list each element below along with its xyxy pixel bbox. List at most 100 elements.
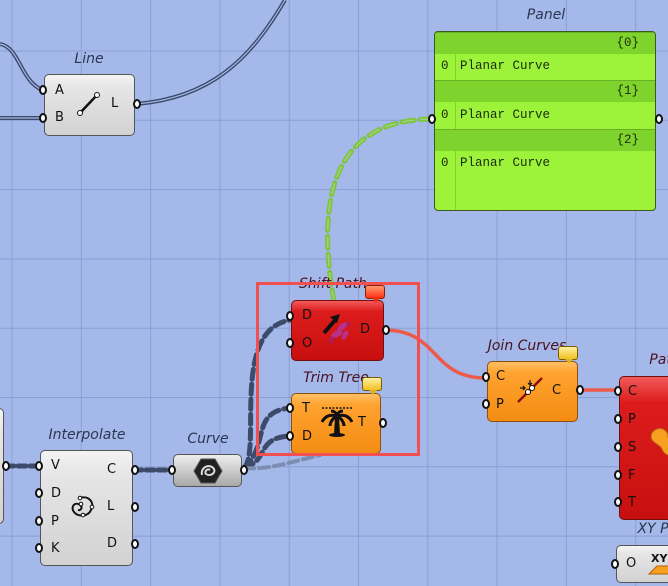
join-curves-input-c[interactable]: C xyxy=(496,369,506,384)
path-icon xyxy=(650,428,668,456)
trim-tree-warning-bubble[interactable] xyxy=(362,377,382,395)
panel-label: Panel xyxy=(526,7,566,23)
interpolate-grip-v[interactable] xyxy=(35,461,43,471)
interpolate-grip-l[interactable] xyxy=(131,502,139,512)
curve-grip-in[interactable] xyxy=(168,465,176,475)
interpolate-output-d[interactable]: D xyxy=(107,536,118,551)
row-value: Planar Curve xyxy=(460,59,551,73)
path-component[interactable]: C P S F T xyxy=(619,376,668,520)
xy-plane-icon: XY xyxy=(647,552,668,575)
row-value: Planar Curve xyxy=(460,156,551,170)
line-grip-b[interactable] xyxy=(39,113,47,123)
interpolate-output-l[interactable]: L xyxy=(107,499,115,514)
panel-component[interactable]: {0} 0 Planar Curve {1} 0 Planar Curve {2… xyxy=(434,31,656,211)
interpolate-component[interactable]: V D P K C L D xyxy=(40,450,133,566)
interpolate-grip-d[interactable] xyxy=(35,488,43,498)
line-input-b[interactable]: B xyxy=(55,110,64,125)
join-curves-grip-out[interactable] xyxy=(576,385,584,395)
shift-path-icon xyxy=(322,314,351,344)
panel-grip-out[interactable] xyxy=(655,114,663,124)
xy-plane-input-o[interactable]: O xyxy=(626,556,637,571)
branch-path: {2} xyxy=(616,133,639,147)
interpolate-input-k[interactable]: K xyxy=(51,541,60,556)
join-curves-grip-p[interactable] xyxy=(482,399,490,409)
panel-branch-header: {1} xyxy=(435,80,655,102)
join-curves-input-p[interactable]: P xyxy=(496,397,504,412)
trim-tree-grip-out[interactable] xyxy=(379,418,387,428)
panel-row: 0 Planar Curve xyxy=(435,104,655,126)
join-curves-component[interactable]: C P C xyxy=(487,361,578,422)
line-input-a[interactable]: A xyxy=(55,83,64,98)
interpolate-grip-d-out[interactable] xyxy=(131,539,139,549)
panel-branch-header: {2} xyxy=(435,129,655,151)
panel-branch-header: {0} xyxy=(435,32,655,54)
interpolate-icon xyxy=(71,495,95,518)
row-index: 0 xyxy=(441,156,449,170)
branch-path: {0} xyxy=(616,36,639,50)
path-input-p[interactable]: P xyxy=(628,412,636,427)
xy-plane-component[interactable]: O XY xyxy=(616,545,668,583)
join-curves-icon xyxy=(517,377,543,403)
trim-tree-grip-t[interactable] xyxy=(286,403,294,413)
interpolate-grip-c[interactable] xyxy=(131,465,139,475)
curve-label: Curve xyxy=(187,431,229,447)
shift-path-output-d[interactable]: D xyxy=(360,322,371,337)
interpolate-label: Interpolate xyxy=(48,427,126,443)
line-output-l[interactable]: L xyxy=(111,96,119,111)
path-grip-s[interactable] xyxy=(614,442,622,452)
path-grip-t[interactable] xyxy=(614,497,622,507)
selection-rectangle xyxy=(256,282,420,456)
row-value: Planar Curve xyxy=(460,108,551,122)
offscreen-grip-out[interactable] xyxy=(2,461,10,471)
shift-path-component[interactable]: D O D xyxy=(291,300,384,361)
path-input-f[interactable]: F xyxy=(628,468,636,483)
line-grip-l[interactable] xyxy=(133,99,141,109)
curve-grip-out[interactable] xyxy=(240,465,248,475)
row-index: 0 xyxy=(441,59,449,73)
line-label: Line xyxy=(74,51,104,67)
line-component[interactable]: A B L xyxy=(44,74,135,136)
join-curves-grip-c[interactable] xyxy=(482,372,490,382)
line-grip-a[interactable] xyxy=(39,85,47,95)
panel-row: 0 Planar Curve xyxy=(435,152,655,174)
trim-tree-input-d[interactable]: D xyxy=(302,429,313,444)
path-input-s[interactable]: S xyxy=(628,440,637,455)
row-index: 0 xyxy=(441,108,449,122)
interpolate-input-v[interactable]: V xyxy=(51,458,60,473)
interpolate-input-d[interactable]: D xyxy=(51,486,62,501)
branch-path: {1} xyxy=(616,84,639,98)
interpolate-grip-p[interactable] xyxy=(35,516,43,526)
path-grip-f[interactable] xyxy=(614,470,622,480)
xy-plane-grip-o[interactable] xyxy=(611,559,619,569)
shift-path-grip-o[interactable] xyxy=(286,338,294,348)
line-icon xyxy=(77,92,100,116)
join-curves-output-c[interactable]: C xyxy=(552,383,562,398)
trim-tree-output-t[interactable]: T xyxy=(358,415,366,430)
trim-tree-input-t[interactable]: T xyxy=(302,401,310,416)
path-input-t[interactable]: T xyxy=(628,495,636,510)
path-input-c[interactable]: C xyxy=(628,384,638,399)
interpolate-grip-k[interactable] xyxy=(35,543,43,553)
path-grip-p[interactable] xyxy=(614,414,622,424)
shift-path-input-o[interactable]: O xyxy=(302,336,313,351)
interpolate-output-c[interactable]: C xyxy=(107,462,117,477)
path-label: Path xyxy=(649,352,668,368)
panel-row: 0 Planar Curve xyxy=(435,55,655,77)
svg-text:XY: XY xyxy=(651,552,668,565)
path-grip-c[interactable] xyxy=(614,386,622,396)
join-curves-warning-bubble[interactable] xyxy=(558,346,578,364)
shift-path-grip-out[interactable] xyxy=(382,325,390,335)
panel-index-divider xyxy=(455,32,456,210)
trim-tree-icon xyxy=(320,407,354,437)
trim-tree-label: Trim Tree xyxy=(303,370,369,386)
shift-path-input-d[interactable]: D xyxy=(302,308,313,323)
join-curves-label: Join Curves xyxy=(487,338,567,354)
xy-plane-label: XY Plane xyxy=(637,521,668,537)
curve-component[interactable] xyxy=(173,454,242,487)
shift-path-error-bubble[interactable] xyxy=(365,285,385,303)
curve-param-icon xyxy=(193,458,223,484)
panel-grip-in[interactable] xyxy=(428,114,436,124)
trim-tree-grip-d[interactable] xyxy=(286,431,294,441)
shift-path-grip-d[interactable] xyxy=(286,311,294,321)
interpolate-input-p[interactable]: P xyxy=(51,514,59,529)
